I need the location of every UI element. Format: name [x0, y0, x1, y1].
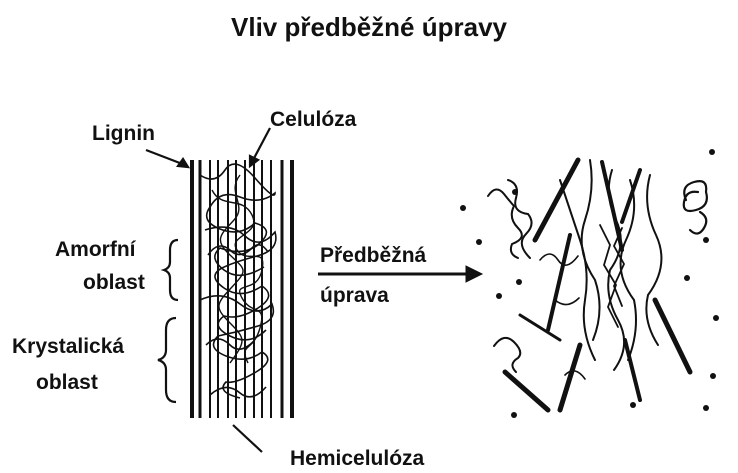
fiber-bundle-before: [192, 160, 292, 418]
amorphous-brace: [164, 240, 178, 300]
label-pretreatment-2: úprava: [320, 282, 389, 310]
pointer-lines: [146, 128, 270, 452]
label-crystalline-1: Krystalická: [12, 333, 124, 361]
label-amorphous-2: oblast: [83, 269, 145, 297]
label-crystalline-2: oblast: [36, 369, 98, 397]
fiber-after: [488, 160, 707, 410]
label-celulosa: Celulóza: [270, 106, 356, 134]
label-amorphous-1: Amorfní: [55, 236, 136, 264]
label-pretreatment-1: Předběžná: [320, 242, 426, 270]
label-hemiceluloza: Hemicelulóza: [290, 445, 424, 473]
label-lignin: Lignin: [92, 120, 155, 148]
crystalline-brace: [158, 318, 176, 402]
